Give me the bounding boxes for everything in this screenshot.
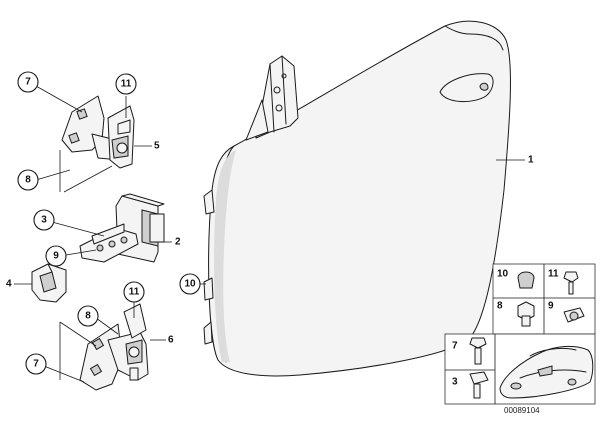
svg-text:11: 11 [129, 287, 140, 298]
callout-lower-hinge-bracket: 7 [25, 353, 47, 375]
clip-10-icon [517, 271, 535, 289]
svg-text:7: 7 [25, 77, 31, 88]
door-shell [203, 20, 525, 377]
svg-text:7: 7 [33, 359, 39, 370]
grommet-label: 4 [6, 279, 12, 290]
bolt-11-icon [563, 271, 579, 283]
door-check-grommet [31, 263, 67, 303]
upper-hinge [61, 95, 135, 169]
door-shell-label: 1 [528, 155, 534, 166]
svg-text:8: 8 [85, 311, 91, 322]
svg-text:8: 8 [25, 175, 31, 186]
callout-upper-hinge-nut: 8 [17, 169, 39, 191]
fastener-10-label: 10 [497, 269, 509, 280]
vehicle-item-3-label: 3 [452, 377, 458, 388]
lower-hinge-label: 6 [168, 335, 174, 346]
fastener-8-label: 8 [497, 301, 503, 312]
callout-door-check-washer: 3 [33, 209, 55, 231]
svg-text:3: 3 [41, 215, 47, 226]
callout-door-seal-clip: 10 [179, 273, 201, 295]
car-silhouette-icon [499, 345, 594, 399]
upper-hinge-label: 5 [154, 141, 160, 152]
bolt-7-icon [469, 337, 487, 349]
fastener-9-label: 9 [548, 301, 554, 312]
svg-text:10: 10 [184, 279, 196, 290]
fastener-panel: 10 11 8 9 [492, 263, 596, 335]
callout-door-check-nut: 9 [45, 245, 67, 267]
callout-upper-hinge-bracket: 7 [17, 71, 39, 93]
svg-text:11: 11 [121, 79, 132, 90]
door-check [79, 193, 165, 263]
vehicle-panel: 7 3 [444, 333, 596, 405]
fastener-11-label: 11 [548, 269, 559, 280]
reference-number: 00089104 [504, 406, 540, 415]
vehicle-item-7-label: 7 [452, 341, 458, 352]
callout-upper-hinge-bolt: 11 [115, 73, 137, 95]
callout-lower-hinge-nut: 8 [77, 305, 99, 327]
lower-hinge [79, 303, 149, 391]
door-check-label: 2 [175, 237, 181, 248]
callout-lower-hinge-bolt: 11 [123, 281, 145, 303]
svg-text:9: 9 [53, 251, 59, 262]
washer-3-icon [469, 371, 489, 385]
